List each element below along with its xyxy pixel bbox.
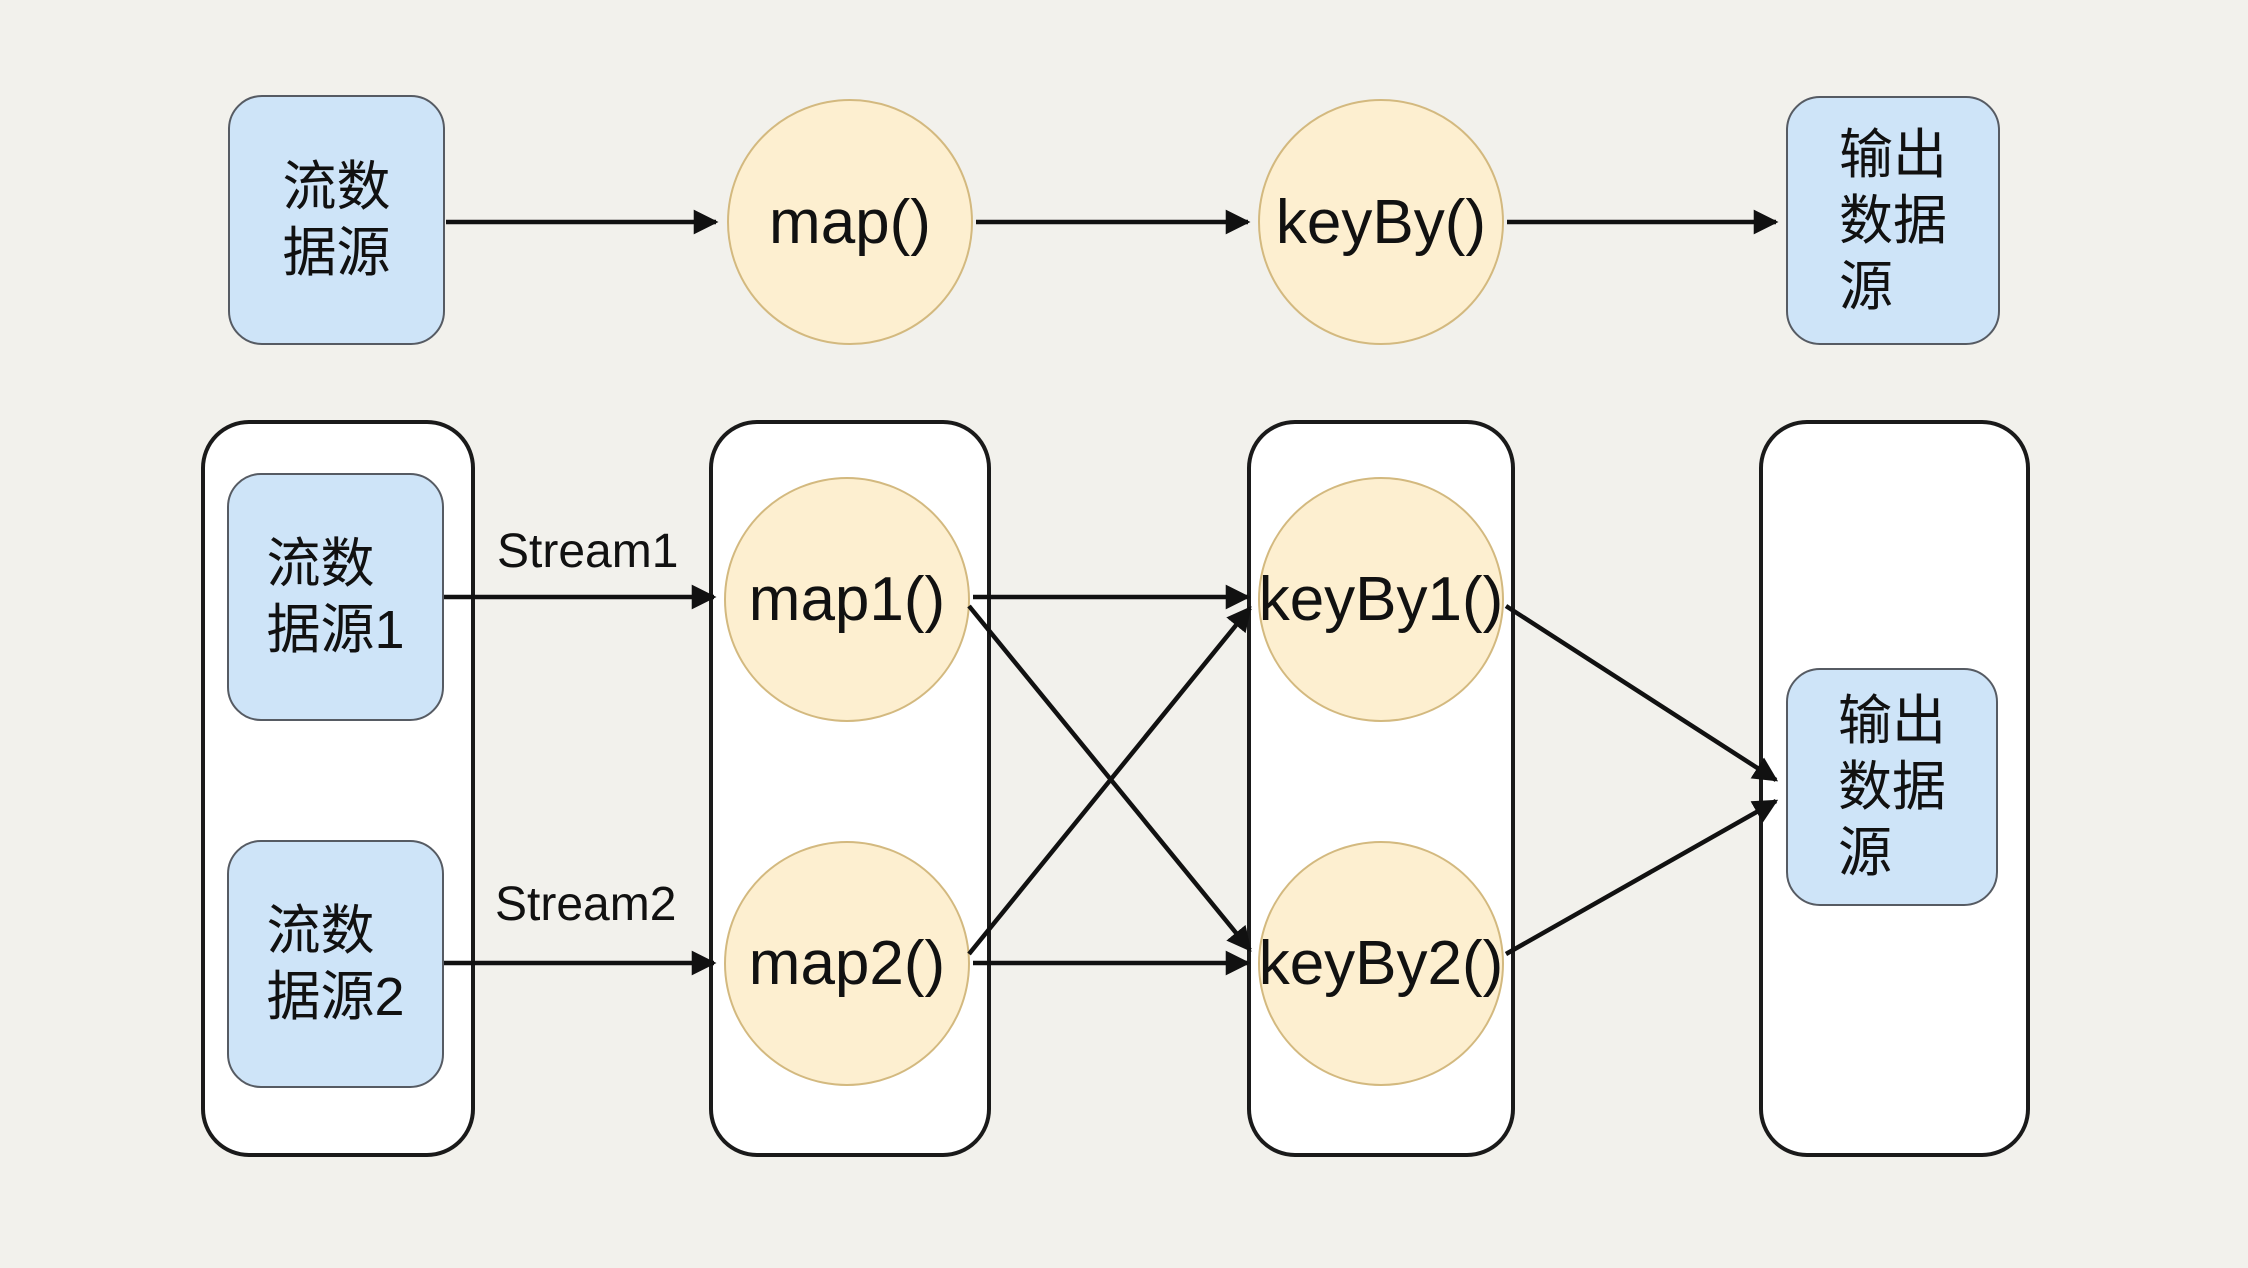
node-keyby1: keyBy1() <box>1258 477 1504 722</box>
edge-map2-to-keyby1 <box>967 606 1252 956</box>
node-label: 流数 据源2 <box>266 898 404 1030</box>
node-label: keyBy1() <box>1258 565 1504 634</box>
node-label-line: 流数 <box>266 901 375 961</box>
node-label-line: 流数 <box>282 157 391 217</box>
node-label: 流数 据源1 <box>266 531 404 663</box>
node-keyby2: keyBy2() <box>1258 841 1504 1086</box>
edge-label-stream2: Stream2 <box>495 878 677 931</box>
node-label-line: 输出 <box>1839 124 1947 185</box>
node-label-line: 流数 <box>266 534 375 594</box>
edge-keyby1-to-output <box>1504 604 1779 782</box>
node-label-line: 据源2 <box>266 967 405 1027</box>
node-label-line: 据源1 <box>266 600 405 660</box>
node-label: 流数 据源 <box>283 154 391 286</box>
node-label: map() <box>769 187 931 257</box>
node-label-line: 据源 <box>282 223 391 283</box>
node-stream-source-1: 流数 据源1 <box>227 473 444 721</box>
node-label-line: 数据 <box>1839 190 1947 251</box>
node-stream-source-2: 流数 据源2 <box>227 840 444 1088</box>
node-label-line: 源 <box>1839 256 1893 317</box>
node-label-line: 数据 <box>1838 757 1946 817</box>
node-label-line: 输出 <box>1838 691 1946 751</box>
node-label: map1() <box>748 565 946 634</box>
node-map2: map2() <box>724 841 970 1086</box>
node-label: 输出 数据 源 <box>1839 122 1947 320</box>
node-label: keyBy2() <box>1258 929 1504 998</box>
node-output-sink-parallel: 输出 数据 源 <box>1786 668 1998 906</box>
node-map: map() <box>727 99 973 345</box>
edge-label-stream1: Stream1 <box>497 525 679 578</box>
node-label: keyBy() <box>1275 187 1487 257</box>
node-label-line: 源 <box>1838 823 1892 883</box>
node-output-sink: 输出 数据 源 <box>1786 96 2000 345</box>
edge-keyby2-to-output <box>1504 799 1779 956</box>
node-keyby: keyBy() <box>1258 99 1504 345</box>
node-label: map2() <box>748 929 946 998</box>
node-stream-source: 流数 据源 <box>228 95 445 345</box>
node-label: 输出 数据 源 <box>1838 688 1946 886</box>
edge-map1-to-keyby2 <box>967 604 1252 952</box>
node-map1: map1() <box>724 477 970 722</box>
